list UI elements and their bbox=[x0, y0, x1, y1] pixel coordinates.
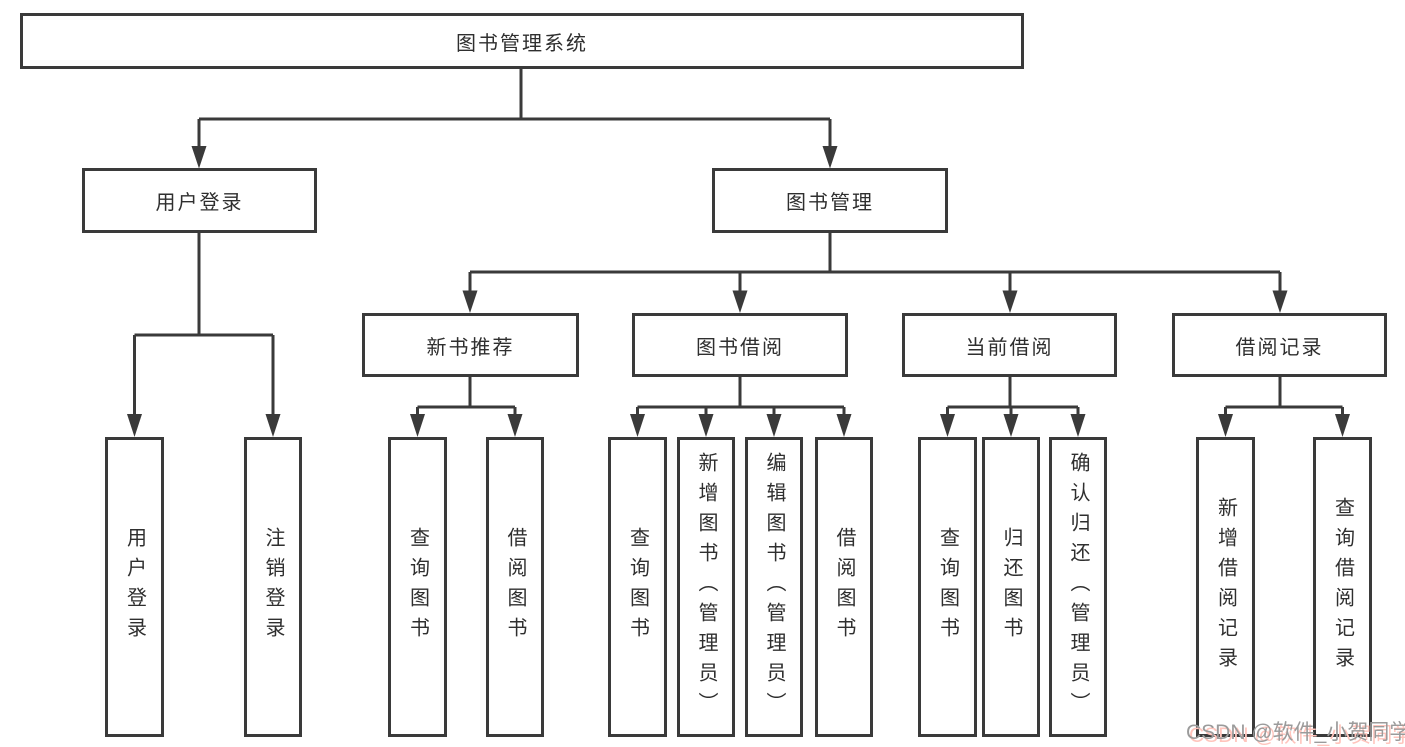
node-records-add-label: 新增借阅记录 bbox=[1214, 497, 1237, 677]
connector-records-to-leaves bbox=[1224, 377, 1344, 416]
connector-recommend-to-leaves bbox=[416, 377, 517, 416]
node-current-return-label: 归还图书 bbox=[1000, 527, 1022, 647]
csdn-watermark: CSDN @软件_小贺同学 bbox=[1186, 721, 1405, 744]
node-logout: 注销登录 bbox=[244, 437, 302, 737]
node-management: 图书管理 bbox=[712, 168, 948, 233]
node-root: 图书管理系统 bbox=[20, 13, 1024, 69]
arrowhead bbox=[940, 414, 955, 437]
arrowhead bbox=[698, 414, 714, 437]
node-recommend-label: 新书推荐 bbox=[426, 336, 515, 359]
node-borrowing-query-label: 查询图书 bbox=[626, 527, 649, 647]
node-current-query-label: 查询图书 bbox=[936, 527, 959, 647]
node-user-login-label: 用户登录 bbox=[123, 527, 146, 647]
arrowhead bbox=[822, 146, 838, 169]
node-logout-label: 注销登录 bbox=[262, 527, 284, 647]
node-records-query: 查询借阅记录 bbox=[1313, 437, 1372, 737]
node-root-label: 图书管理系统 bbox=[456, 32, 588, 55]
node-records: 借阅记录 bbox=[1172, 313, 1387, 377]
node-borrowing-query: 查询图书 bbox=[608, 437, 667, 737]
arrowhead bbox=[1003, 414, 1019, 437]
arrowhead bbox=[1002, 290, 1018, 313]
node-records-query-label: 查询借阅记录 bbox=[1331, 497, 1354, 677]
arrowhead bbox=[1070, 414, 1086, 437]
arrowhead bbox=[1272, 290, 1288, 313]
node-management-label: 图书管理 bbox=[786, 192, 874, 214]
arrowhead bbox=[410, 414, 425, 437]
node-borrowing-borrow: 借阅图书 bbox=[815, 437, 873, 737]
arrowhead bbox=[836, 414, 852, 437]
connector-current-to-leaves bbox=[946, 377, 1080, 416]
connector-management-to-level3 bbox=[468, 233, 1282, 292]
arrowhead bbox=[1335, 414, 1350, 437]
node-borrowing: 图书借阅 bbox=[632, 313, 848, 377]
connector-root-to-level2 bbox=[197, 69, 832, 148]
node-borrowing-add: 新增图书（管理员） bbox=[677, 437, 735, 737]
arrowhead bbox=[766, 414, 782, 437]
node-current-confirm: 确认归还（管理员） bbox=[1049, 437, 1107, 737]
arrowhead bbox=[507, 414, 523, 437]
node-recommend-borrow-label: 借阅图书 bbox=[504, 527, 526, 647]
arrowhead bbox=[265, 414, 281, 437]
connector-login-to-leaves bbox=[133, 233, 275, 416]
node-recommend-borrow: 借阅图书 bbox=[486, 437, 544, 737]
node-borrowing-label: 图书借阅 bbox=[696, 336, 784, 359]
node-recommend-query: 查询图书 bbox=[388, 437, 447, 737]
arrowhead bbox=[191, 146, 207, 169]
node-records-add: 新增借阅记录 bbox=[1196, 437, 1255, 737]
node-current-return: 归还图书 bbox=[982, 437, 1040, 737]
node-user-login: 用户登录 bbox=[105, 437, 164, 737]
node-records-label: 借阅记录 bbox=[1235, 336, 1324, 359]
node-current-confirm-label: 确认归还（管理员） bbox=[1067, 452, 1089, 722]
node-current-query: 查询图书 bbox=[918, 437, 977, 737]
arrowhead bbox=[127, 414, 142, 437]
node-current-label: 当前借阅 bbox=[965, 336, 1054, 359]
node-login-label: 用户登录 bbox=[155, 192, 244, 214]
node-login: 用户登录 bbox=[82, 168, 317, 233]
node-current: 当前借阅 bbox=[902, 313, 1117, 377]
arrowhead bbox=[1218, 414, 1233, 437]
node-borrowing-edit-label: 编辑图书（管理员） bbox=[763, 452, 785, 722]
arrowhead bbox=[732, 290, 748, 313]
node-recommend: 新书推荐 bbox=[362, 313, 579, 377]
node-recommend-query-label: 查询图书 bbox=[406, 527, 429, 647]
arrowhead bbox=[462, 290, 478, 313]
node-borrowing-add-label: 新增图书（管理员） bbox=[695, 452, 717, 722]
node-borrowing-borrow-label: 借阅图书 bbox=[833, 527, 855, 647]
arrowhead bbox=[630, 414, 645, 437]
connector-borrowing-to-leaves bbox=[636, 377, 846, 416]
node-borrowing-edit: 编辑图书（管理员） bbox=[745, 437, 803, 737]
